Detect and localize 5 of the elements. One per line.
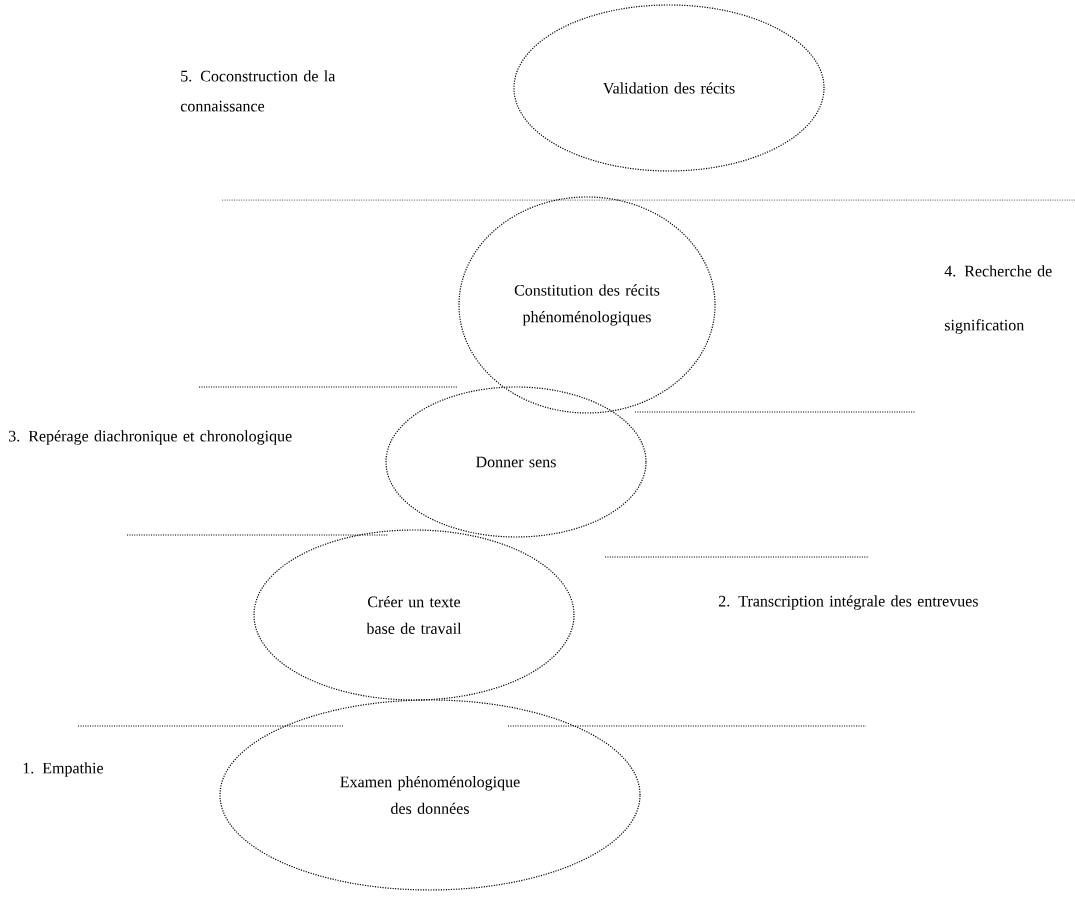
- stage-label: 3. Repérage diachronique et chronologique: [9, 430, 292, 445]
- stage-label: 1. Empathie: [23, 762, 104, 777]
- stage-label: 5. Coconstruction de la connaissance: [180, 70, 336, 112]
- stage-label: 4. Recherche de signification: [944, 265, 1052, 334]
- stage-label: 2. Transcription intégrale des entrevues: [719, 595, 978, 610]
